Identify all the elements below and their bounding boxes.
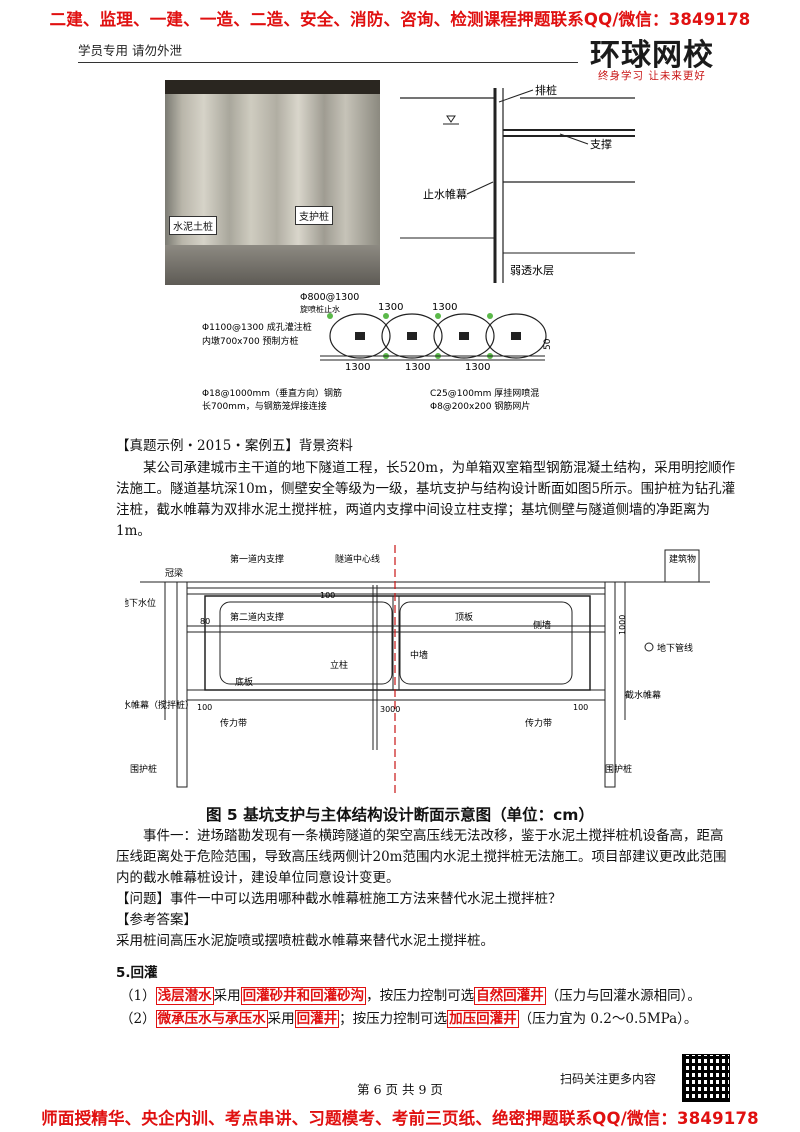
label-pipeline: 地下管线 [657,642,693,654]
site-photo: 水泥土桩 支护桩 [165,80,380,285]
label-side-wall: 侧墙 [533,619,551,631]
line2-highlight-1: 微承压水与承压水 [155,1010,268,1028]
section5-line2: （2）微承压水与承压水采用回灌井；按压力控制可选加压回灌井（压力宜为 0.2～0… [120,1009,760,1030]
label-curtain-right: 截水帷幕 [625,689,661,701]
line1-text-3: （压力与回灌水源相同）。 [545,988,701,1004]
line1-text-1: 采用 [213,988,241,1004]
plan-dim-top: Φ800@1300 [300,292,359,303]
answer-title: 【参考答案】 [116,912,197,928]
label-roof: 顶板 [455,611,473,623]
label-force-belt: 传力带 [220,717,247,729]
label-retaining-pile: 围护桩 [130,763,157,775]
section5-title: 5.回灌 [116,965,158,981]
photo-label-cement-pile: 水泥土桩 [169,216,217,235]
plan-dim-1: 1300 [378,302,403,313]
pile-plan-sketch: Φ800@1300 旋喷桩止水 1300 1300 Φ1100@1300 成孔灌… [202,292,553,412]
dim-100-left: 100 [197,703,212,712]
plan-bored-pile: Φ1100@1300 成孔灌注桩 [202,321,312,333]
label-column: 立柱 [330,659,348,671]
logo: 环球网校 [590,38,714,73]
dim-80: 80 [200,617,210,626]
question: 【问题】事件一中可以选用哪种截水帷幕桩施工方法来替代水泥土搅拌桩？ [116,891,562,907]
plan-mesh: Φ8@200x200 钢筋网片 [430,400,530,412]
plan-rebar2: 长700mm，与钢筋笼焊接连接 [202,400,327,412]
label-permeable: 弱透水层 [510,264,554,277]
line2-highlight-3: 加压回灌井 [447,1010,519,1028]
plan-dim-2: 1300 [432,302,457,313]
line2-num: （2） [120,1011,156,1027]
plan-rebar: Φ18@1000mm（垂直方向）钢筋 [202,387,342,399]
answer-text: 采用桩间高压水泥旋喷或摆喷桩截水帷幕来替代水泥土搅拌桩。 [116,933,494,949]
event-text: 事件一：进场踏勘发现有一条横跨隧道的架空高压线无法改移，鉴于水泥土搅拌桩机设备高… [116,828,727,886]
label-floor: 底板 [235,676,253,688]
dim-100-vert: 100 [320,591,335,600]
label-first-support: 第一道内支撑 [230,553,284,565]
plan-crown-beam: 内墩700x700 预制方桩 [202,335,299,347]
case-background: 某公司承建城市主干道的地下隧道工程，长520m，为单箱双室箱型钢筋混凝土结构，采… [116,460,736,539]
line2-text-2: ；按压力控制可选 [339,1011,448,1027]
plan-dim-50: 50 [543,338,553,350]
logo-slogan: 终身学习 让未来更好 [598,70,706,82]
label-groundwater: 地下水位 [125,597,156,609]
line2-text-1: 采用 [267,1011,295,1027]
page-number: 第 6 页 共 9 页 [357,1082,443,1097]
case-title: 【真题示例・2015・案例五】背景资料 [116,438,353,454]
line2-text-3: （压力宜为 0.2～0.5MPa）。 [518,1011,698,1027]
header-divider [78,62,578,63]
label-centerline: 隧道中心线 [335,553,380,565]
line1-highlight-3: 自然回灌井 [474,987,546,1005]
bottom-banner: 师面授精华、央企内训、考点串讲、习题模考、考前三页纸、绝密押题联系QQ/微信：3… [41,1109,759,1128]
section-diagram: 建筑物 第一道内支撑 隧道中心线 冠梁 地下水位 第二道内支撑 顶板 侧墙 立柱… [125,545,710,795]
figure-caption: 图 5 基坑支护与主体结构设计断面示意图（单位：cm） [206,806,594,824]
photo-label-support-pile: 支护桩 [295,206,333,225]
label-curtain-left: 截水帷幕（搅拌桩） [125,699,194,711]
label-force-belt-2: 传力带 [525,717,552,729]
top-banner: 二建、监理、一建、一造、二造、安全、消防、咨询、检测课程押题联系QQ/微信：38… [49,10,751,29]
label-strut: 支撑 [590,137,612,151]
scan-note: 扫码关注更多内容 [560,1072,657,1086]
line1-highlight-2: 回灌砂井和回灌砂沟 [240,987,367,1005]
building-label: 建筑物 [669,553,696,565]
qr-code[interactable] [682,1054,730,1102]
label-crown-beam: 冠梁 [165,567,183,579]
line1-text-2: ，按压力控制可选 [366,988,475,1004]
plan-note-jet: 旋喷桩止水 [300,304,340,314]
plan-dim-3: 1300 [345,362,370,373]
plan-dim-5: 1300 [465,362,490,373]
line2-highlight-2: 回灌井 [294,1010,340,1028]
label-retaining-pile-2: 围护桩 [605,763,632,775]
section5-line1: （1）浅层潜水采用回灌砂井和回灌砂沟，按压力控制可选自然回灌井（压力与回灌水源相… [120,986,760,1007]
pile-section-sketch: 排桩 支撑 止水帷幕 弱透水层 [400,83,635,283]
label-curtain: 止水帷幕 [423,187,467,201]
line1-highlight-1: 浅层潜水 [155,987,214,1005]
dim-3000: 3000 [380,705,400,714]
dim-1000: 1000 [618,615,627,635]
label-second-support: 第二道内支撑 [230,611,284,623]
plan-concrete: C25@100mm 厚挂网喷混 [430,387,539,399]
dim-100-right: 100 [573,703,588,712]
label-pile: 排桩 [535,83,557,97]
label-mid-wall: 中墙 [410,649,428,661]
line1-num: （1） [120,988,156,1004]
header-note: 学员专用 请勿外泄 [78,43,182,58]
plan-dim-4: 1300 [405,362,430,373]
